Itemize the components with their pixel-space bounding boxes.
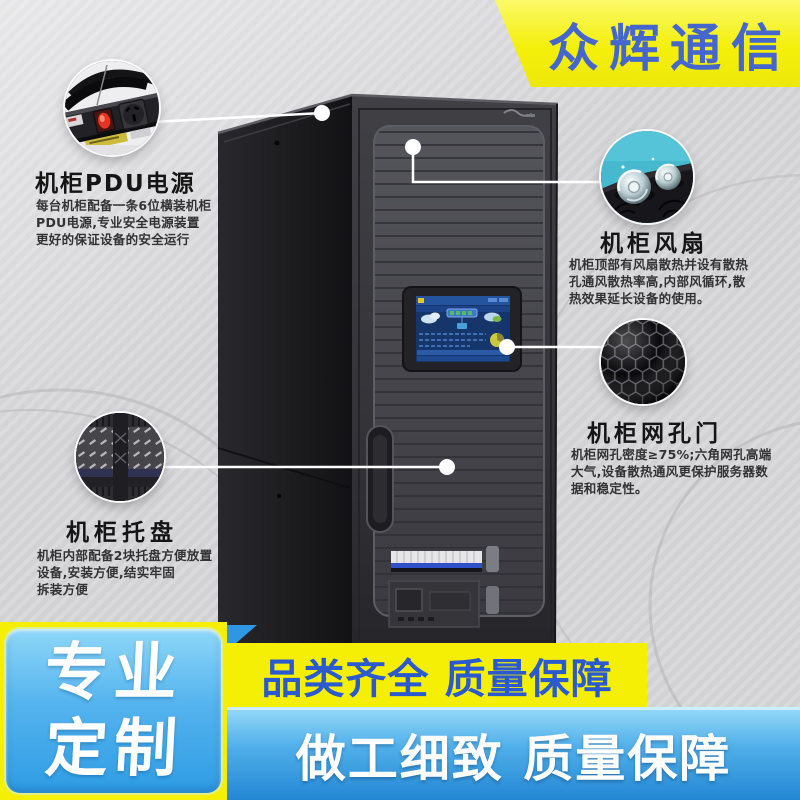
cooling-fans-photo [601, 131, 693, 223]
desc-line: 机柜网孔密度≥75%;六角网孔高端 [571, 447, 772, 462]
tray-photo-circle [76, 413, 164, 501]
badge-line-2: 定制 [42, 712, 185, 785]
desc-line: 孔通风散热率高,内部风循环,散 [569, 274, 746, 289]
fan-callout-line [411, 147, 604, 184]
feature-mesh-desc: 机柜网孔密度≥75%;六角网孔高端 大气,设备散热通风更保护服务器数 据和稳定性… [571, 446, 772, 497]
desc-line: 每台机柜配备一条6位横装机柜 [36, 198, 212, 213]
fan-photo-circle [601, 131, 693, 223]
rack-equipment [388, 551, 482, 628]
cabinet-tray-photo [76, 413, 164, 501]
banner-strip-blue: 做工细致 质量保障 [227, 707, 800, 800]
pdu-photo-circle [65, 61, 159, 155]
desc-line: 机柜顶部有风扇散热并设有散热 [569, 257, 749, 272]
hex-mesh-door-photo [601, 320, 685, 404]
callout-dot [439, 459, 455, 475]
cabinet-side-panel [218, 95, 352, 651]
cabinet-touchscreen [402, 286, 522, 372]
custom-badge: 专业 定制 [6, 629, 221, 793]
banner-strip1-text: 品类齐全 质量保障 [261, 655, 613, 703]
door-hinge [486, 546, 499, 572]
feature-pdu-title: 机柜PDU电源 [35, 171, 196, 197]
mesh-photo-circle [601, 320, 685, 404]
door-hinge [486, 586, 499, 614]
desc-line: PDU电源,专业安全电源装置 [36, 215, 200, 230]
feature-tray-title: 机柜托盘 [66, 520, 178, 546]
desc-line: 据和稳定性。 [571, 481, 648, 496]
callout-dot [499, 339, 515, 355]
desc-line: 更好的保证设备的安全运行 [36, 232, 190, 247]
banner-strip-yellow: 品类齐全 质量保障 [227, 643, 647, 707]
feature-pdu-desc: 每台机柜配备一条6位横装机柜 PDU电源,专业安全电源装置 更好的保证设备的安全… [36, 197, 211, 248]
desc-line: 拆装方便 [37, 582, 89, 597]
feature-mesh-title: 机柜网孔门 [587, 421, 722, 447]
feature-tray-desc: 机柜内部配备2块托盘方便放置 设备,安装方便,结实牢固 拆装方便 [37, 547, 212, 598]
desc-line: 设备,安装方便,结实牢固 [37, 565, 176, 580]
pdu-callout-line [151, 111, 323, 124]
brand-banner: 众辉通信 [495, 0, 800, 87]
brand-name: 众辉通信 [547, 19, 792, 79]
desc-line: 热效果延长设备的使用。 [569, 291, 710, 306]
banner-strip2-text: 做工细致 质量保障 [295, 730, 732, 788]
door-handle [366, 425, 394, 533]
desc-line: 大气,设备散热通风更保护服务器数 [571, 464, 769, 479]
callout-dot [314, 105, 330, 121]
cabinet-brand-logo [503, 109, 535, 117]
feature-fan-title: 机柜风扇 [600, 231, 708, 257]
badge-line-1: 专业 [42, 636, 185, 709]
pdu-power-strip-photo [65, 61, 159, 155]
callout-dot [405, 139, 421, 155]
feature-fan-desc: 机柜顶部有风扇散热并设有散热 孔通风散热率高,内部风循环,散 热效果延长设备的使… [569, 256, 748, 307]
desc-line: 机柜内部配备2块托盘方便放置 [37, 548, 213, 563]
